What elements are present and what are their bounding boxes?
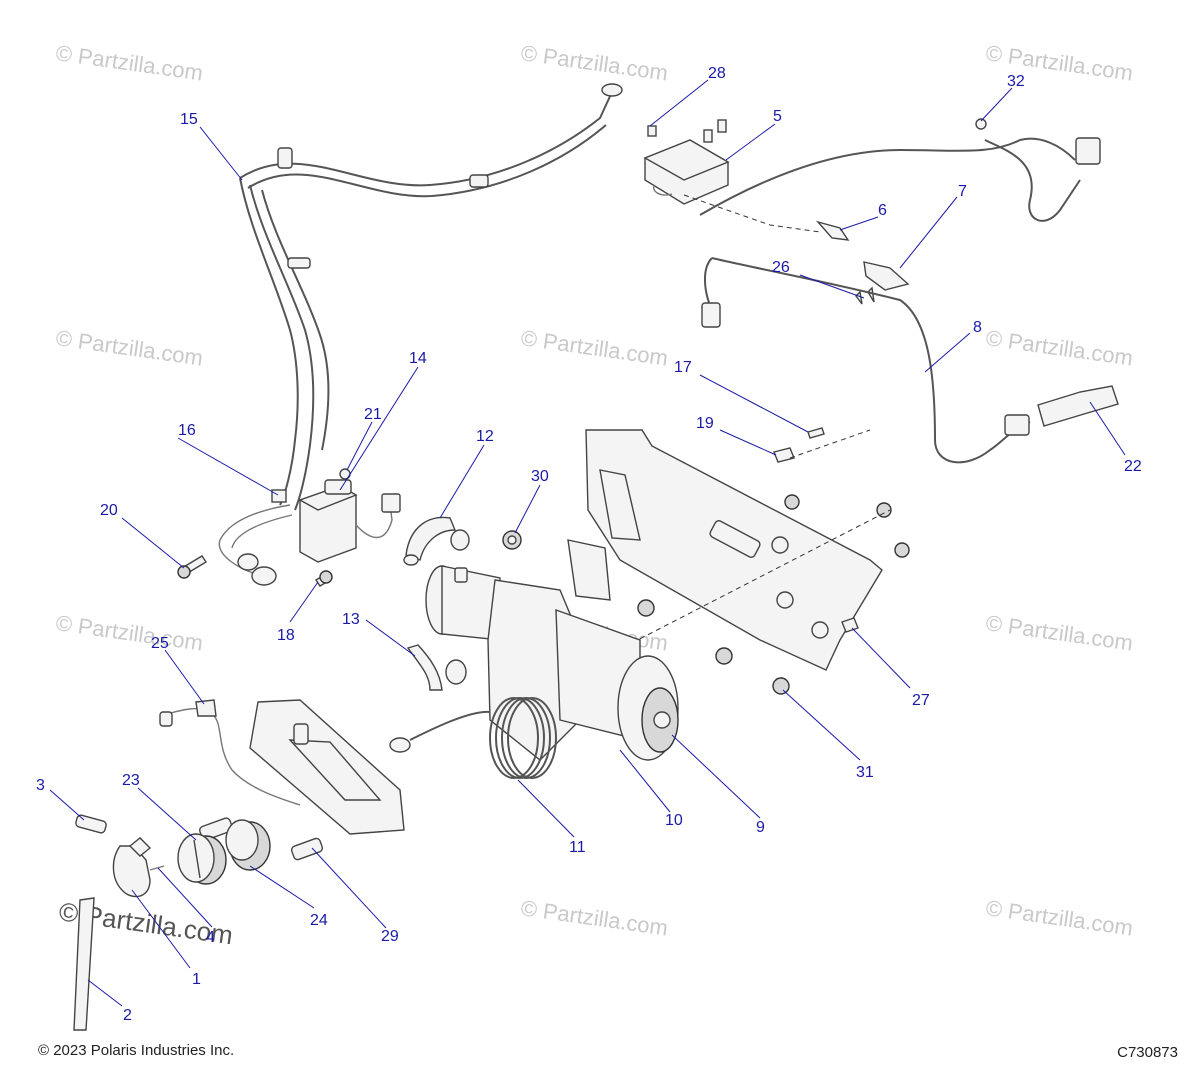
lower-harness: [701, 257, 1119, 464]
callout-3: 3: [36, 777, 45, 794]
callout-8: 8: [973, 319, 982, 336]
watermark: © Partzilla.com: [984, 895, 1134, 940]
callout-4: 4: [206, 929, 215, 946]
callout-9: 9: [756, 819, 765, 836]
wire-rope: [389, 697, 557, 779]
callout-21: 21: [364, 406, 382, 423]
right-harness: [699, 118, 1101, 222]
callout-20: 20: [100, 502, 118, 519]
mounting-plate: [559, 427, 910, 695]
callout-11: 11: [569, 839, 586, 856]
callout-2: 2: [123, 1007, 132, 1024]
callout-32: 32: [1007, 73, 1025, 90]
winch-body: [406, 539, 679, 761]
bolts-left: [177, 530, 522, 587]
callout-24: 24: [310, 912, 328, 929]
callout-14: 14: [409, 350, 427, 367]
callout-18: 18: [277, 627, 295, 644]
callout-27: 27: [912, 692, 930, 709]
callout-7: 7: [958, 183, 967, 200]
callout-15: 15: [180, 111, 198, 128]
callout-12: 12: [476, 428, 494, 445]
copyright-notice: © 2023 Polaris Industries Inc.: [38, 1042, 235, 1059]
callout-19: 19: [696, 415, 714, 432]
watermark: © Partzilla.com: [519, 325, 669, 370]
callout-16: 16: [178, 422, 196, 439]
watermark: © Partzilla.com: [984, 325, 1134, 370]
watermark: © Partzilla.com: [54, 610, 204, 655]
sensor-harness: [159, 699, 301, 806]
contactor-assembly: [218, 468, 401, 586]
callout-6: 6: [878, 202, 887, 219]
drawing-number: C730873: [1117, 1044, 1178, 1061]
cable-harness: [239, 83, 623, 511]
callout-5: 5: [773, 108, 782, 125]
line-art: [73, 83, 1119, 1031]
callout-23: 23: [122, 772, 140, 789]
callout-29: 29: [381, 928, 399, 945]
callout-1: 1: [192, 971, 201, 988]
terminal-boot: [403, 516, 470, 566]
callout-25: 25: [151, 635, 169, 652]
callout-31: 31: [856, 764, 874, 781]
callout-26: 26: [772, 259, 790, 276]
callout-17: 17: [674, 359, 692, 376]
callout-30: 30: [531, 468, 549, 485]
leader-lines: [49, 79, 1126, 1007]
hook-assembly: [73, 814, 165, 1031]
watermark: © Partzilla.com: [519, 895, 669, 940]
callout-10: 10: [665, 812, 683, 829]
watermark: © Partzilla.com: [54, 325, 204, 370]
remote-clips: [815, 220, 910, 305]
control-module: [643, 119, 821, 233]
callout-13: 13: [342, 611, 360, 628]
watermark: © Partzilla.com: [984, 610, 1134, 655]
watermark: © Partzilla.com: [519, 40, 669, 85]
callout-28: 28: [708, 65, 726, 82]
callout-labels: 1 2 3 4 5 6 7 8 9 10 11 12 13 14 15 16 1…: [36, 65, 1142, 1024]
stoppers: [177, 819, 271, 885]
watermark: © Partzilla.com: [54, 40, 204, 85]
callout-22: 22: [1124, 458, 1142, 475]
fairlead: [198, 699, 405, 861]
